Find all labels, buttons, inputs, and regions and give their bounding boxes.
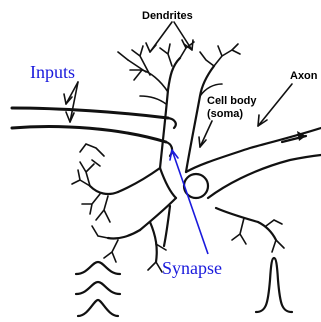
soma-label: (soma)	[207, 108, 243, 120]
inputs-pointer-arrows	[64, 82, 78, 122]
soma	[118, 128, 321, 230]
synapse-label: Synapse	[162, 258, 222, 278]
lower-left-dendrites	[72, 144, 140, 262]
input-axons	[12, 108, 176, 156]
axon-label: Axon	[290, 70, 318, 82]
output-spike	[256, 258, 292, 312]
axon-pointer	[258, 84, 292, 126]
dendrites-label: Dendrites	[142, 10, 193, 22]
cell-body-pointer	[200, 121, 212, 147]
cell-body-label: Cell body	[207, 95, 257, 107]
input-spikes	[76, 262, 120, 316]
inputs-label: Inputs	[30, 62, 75, 82]
